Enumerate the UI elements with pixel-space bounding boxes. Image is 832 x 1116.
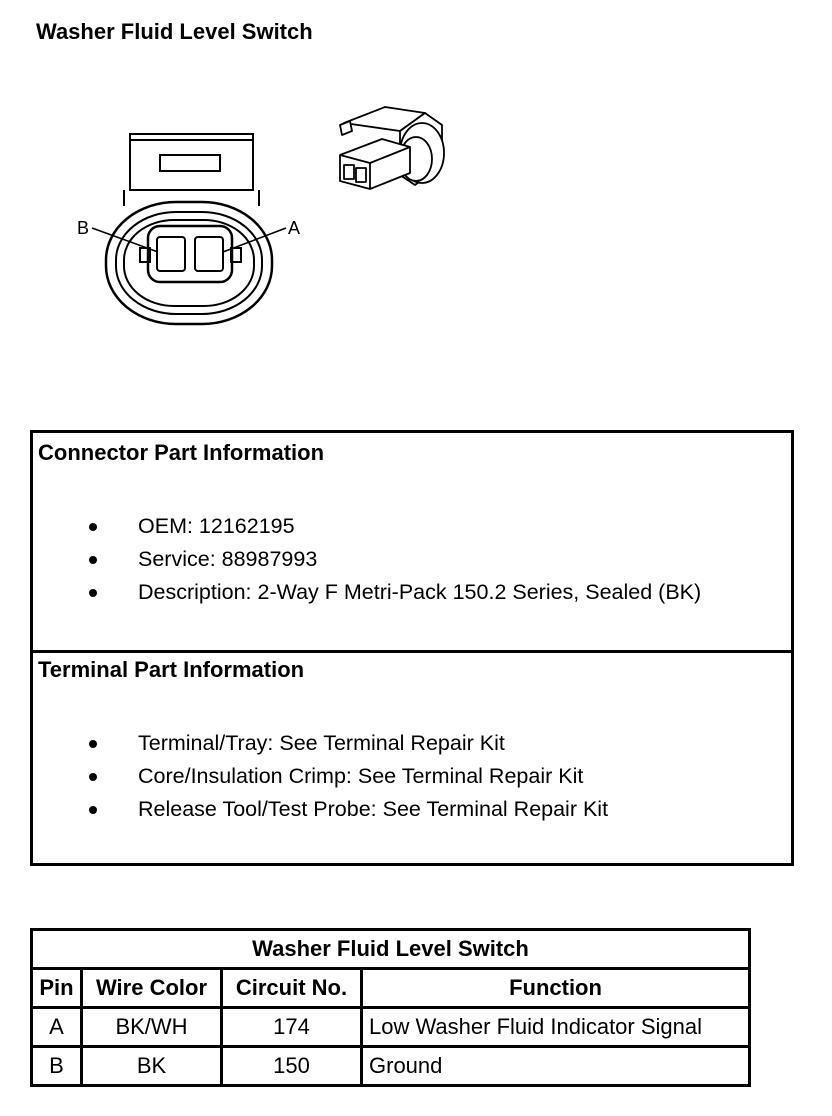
terminal-release-tool: Release Tool/Test Probe: See Terminal Re… — [138, 797, 609, 821]
circuit-cell: 174 — [220, 1006, 363, 1048]
connector-description: Description: 2-Way F Metri-Pack 150.2 Se… — [138, 580, 702, 604]
table-row: B BK 150 Ground — [30, 1045, 751, 1087]
list-item: OEM: 12162195 — [33, 510, 701, 543]
page-title: Washer Fluid Level Switch — [36, 19, 313, 44]
column-header-wire-color: Wire Color — [80, 967, 223, 1009]
connector-isometric-diagram — [339, 106, 445, 190]
bullet-icon — [89, 806, 97, 814]
pin-cell: A — [30, 1006, 83, 1048]
connector-part-section: Connector Part Information OEM: 12162195… — [33, 433, 791, 653]
part-info-box: Connector Part Information OEM: 12162195… — [30, 430, 794, 866]
bullet-icon — [89, 740, 97, 748]
wire-color-cell: BK/WH — [80, 1006, 223, 1048]
connector-face-diagram: B A — [77, 133, 300, 326]
wire-color-cell: BK — [80, 1045, 223, 1087]
terminal-part-section: Terminal Part Information Terminal/Tray:… — [33, 650, 791, 863]
bullet-icon — [89, 556, 97, 564]
bullet-icon — [89, 773, 97, 781]
connector-part-list: OEM: 12162195 Service: 88987993 Descript… — [33, 510, 701, 609]
table-title-row: Washer Fluid Level Switch — [30, 928, 751, 970]
pin-label-b: B — [77, 218, 89, 238]
terminal-crimp: Core/Insulation Crimp: See Terminal Repa… — [138, 764, 584, 788]
list-item: Description: 2-Way F Metri-Pack 150.2 Se… — [33, 576, 701, 609]
table-header-row: Pin Wire Color Circuit No. Function — [30, 967, 751, 1009]
table-title: Washer Fluid Level Switch — [30, 928, 751, 970]
bullet-icon — [89, 523, 97, 531]
connector-service: Service: 88987993 — [138, 547, 318, 571]
function-cell: Ground — [360, 1045, 751, 1087]
pin-cell: B — [30, 1045, 83, 1087]
terminal-tray: Terminal/Tray: See Terminal Repair Kit — [138, 731, 505, 755]
column-header-pin: Pin — [30, 967, 83, 1009]
circuit-cell: 150 — [220, 1045, 363, 1087]
pin-label-a: A — [288, 218, 300, 238]
pin-table: Washer Fluid Level Switch Pin Wire Color… — [30, 928, 751, 1087]
terminal-part-list: Terminal/Tray: See Terminal Repair Kit C… — [33, 727, 608, 826]
column-header-function: Function — [360, 967, 751, 1009]
list-item: Release Tool/Test Probe: See Terminal Re… — [33, 793, 608, 826]
function-cell: Low Washer Fluid Indicator Signal — [360, 1006, 751, 1048]
connector-part-heading: Connector Part Information — [38, 440, 325, 465]
table-row: A BK/WH 174 Low Washer Fluid Indicator S… — [30, 1006, 751, 1048]
column-header-circuit: Circuit No. — [220, 967, 363, 1009]
terminal-part-heading: Terminal Part Information — [38, 657, 305, 682]
connector-oem: OEM: 12162195 — [138, 514, 295, 538]
list-item: Service: 88987993 — [33, 543, 701, 576]
list-item: Terminal/Tray: See Terminal Repair Kit — [33, 727, 608, 760]
bullet-icon — [89, 589, 97, 597]
list-item: Core/Insulation Crimp: See Terminal Repa… — [33, 760, 608, 793]
